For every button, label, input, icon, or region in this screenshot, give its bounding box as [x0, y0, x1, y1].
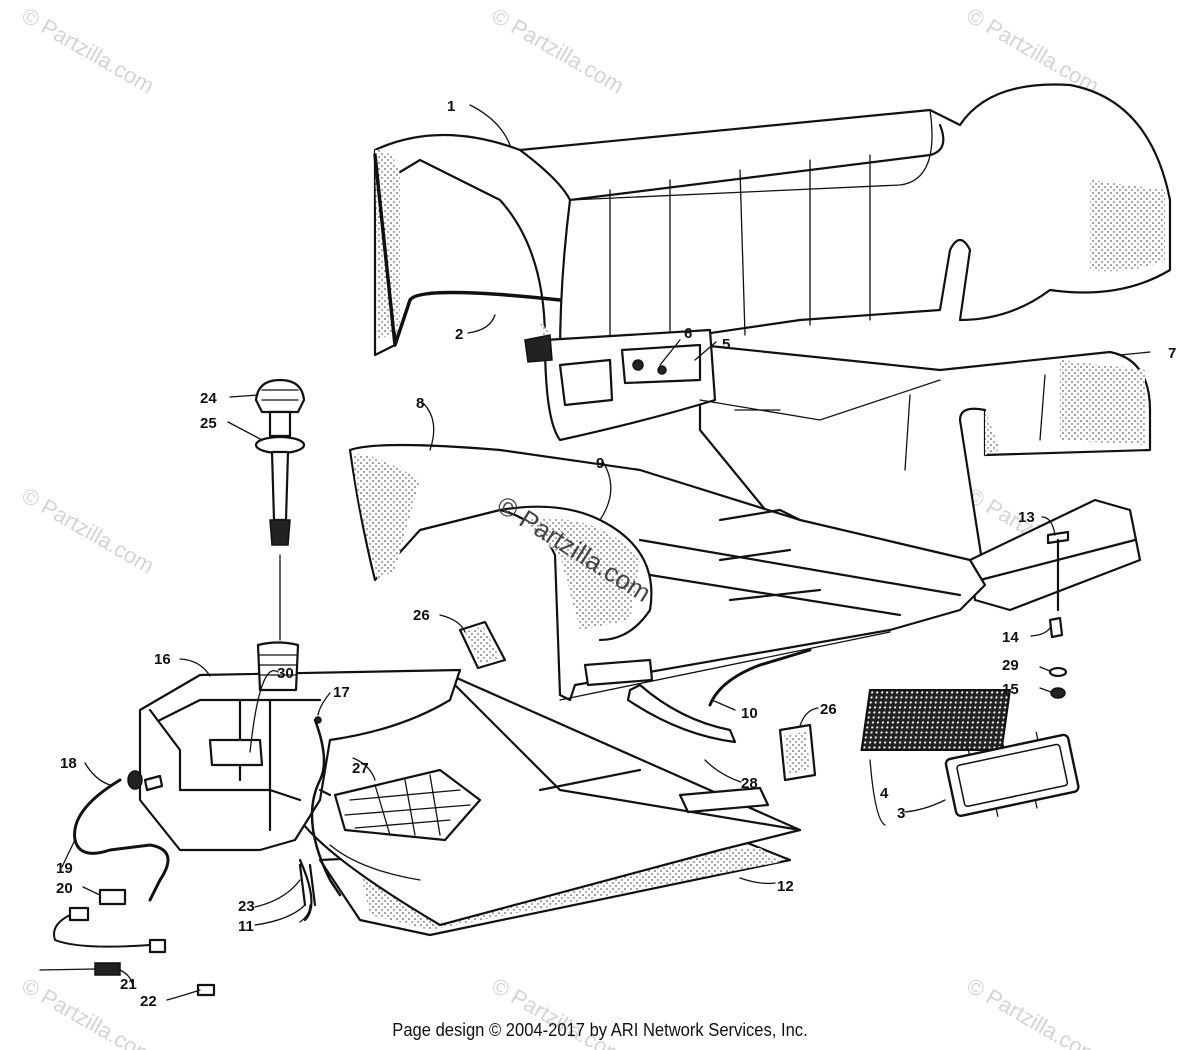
callout-4: 4 — [880, 785, 889, 802]
callout-12: 12 — [777, 878, 794, 895]
callout-26a: 26 — [413, 607, 430, 624]
callout-30: 30 — [277, 665, 294, 682]
callout-3: 3 — [897, 805, 905, 822]
mount-hardware — [1046, 530, 1070, 699]
screen-frame — [944, 731, 1080, 818]
screen-mesh — [860, 689, 1012, 751]
callout-26b: 26 — [820, 701, 837, 718]
callout-28: 28 — [741, 775, 758, 792]
seat-cushion — [373, 83, 1172, 357]
leader-lines — [61, 104, 1151, 1001]
callout-16: 16 — [154, 651, 171, 668]
callout-8: 8 — [416, 395, 424, 412]
callout-13: 13 — [1018, 509, 1035, 526]
callout-labels: 1 2 3 4 5 6 7 8 9 10 11 12 13 14 15 16 1… — [56, 98, 1176, 1010]
callout-7: 7 — [1168, 345, 1176, 362]
strap — [626, 683, 737, 744]
page-footer: Page design © 2004-2017 by ARI Network S… — [392, 1020, 808, 1040]
callout-23: 23 — [238, 898, 255, 915]
callout-18: 18 — [60, 755, 77, 772]
console-cover — [348, 443, 987, 702]
filler-cap — [254, 378, 306, 641]
callout-19: 19 — [56, 860, 73, 877]
callout-11: 11 — [238, 918, 254, 935]
callout-21: 21 — [120, 976, 137, 993]
seat-base-panel — [698, 343, 1152, 612]
callout-20: 20 — [56, 880, 73, 897]
fuel-tank — [127, 641, 462, 852]
watermark: © Partzilla.com — [488, 3, 629, 99]
callout-10: 10 — [741, 705, 758, 722]
callout-25: 25 — [200, 415, 217, 432]
callout-5: 5 — [722, 336, 730, 353]
callout-2: 2 — [455, 326, 463, 343]
callout-6: 6 — [684, 325, 692, 342]
callout-24: 24 — [200, 390, 217, 407]
callout-15: 15 — [1002, 681, 1019, 698]
watermark: © Partzilla.com — [18, 483, 159, 579]
callout-1: 1 — [447, 98, 455, 115]
callout-14: 14 — [1002, 629, 1019, 646]
callout-9: 9 — [596, 455, 604, 472]
callout-27: 27 — [352, 760, 369, 777]
callout-22: 22 — [140, 993, 157, 1010]
seat-pan — [524, 328, 941, 442]
seat-rail — [373, 153, 562, 347]
callout-17: 17 — [333, 684, 350, 701]
watermark: © Partzilla.com — [18, 3, 159, 99]
callout-29: 29 — [1002, 657, 1019, 674]
watermark: © Partzilla.com — [963, 3, 1104, 99]
fuel-lines — [39, 718, 342, 997]
